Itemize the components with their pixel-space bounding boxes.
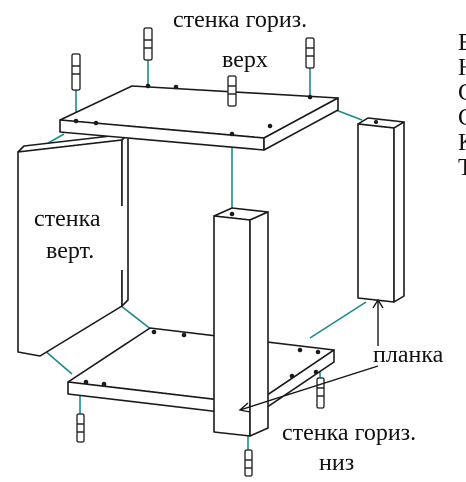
screw-icon <box>244 449 253 477</box>
right-vertical-strip <box>357 117 405 303</box>
top-panel-label-line1: стенка гориз. <box>173 7 307 33</box>
hole-marker <box>73 118 79 124</box>
front-vertical-strip <box>213 207 269 437</box>
bottom-panel-label-line2: низ <box>319 450 354 476</box>
edge-fragment-text: ЕНССКТ <box>458 30 466 181</box>
bottom-horizontal-panel <box>67 327 335 417</box>
top-panel-label-line2: верх <box>222 47 268 73</box>
dowel-icon <box>143 27 153 61</box>
side-panel-label-line2: верт. <box>46 238 94 264</box>
screw-icon <box>76 413 85 443</box>
side-panel-label-line1: стенка <box>34 206 101 232</box>
screw-icon <box>316 377 325 409</box>
bottom-panel-label-line1: стенка гориз. <box>282 420 416 446</box>
dowel-icon <box>305 37 315 69</box>
edge-text-fragment: ЕНССКТ <box>458 30 466 181</box>
dowel-icon <box>71 53 81 91</box>
pointer-arrow-icon <box>238 298 384 413</box>
fasteners <box>71 27 325 477</box>
strip-label: планка <box>373 342 444 368</box>
dowel-icon <box>227 75 237 107</box>
top-horizontal-panel <box>59 83 339 151</box>
